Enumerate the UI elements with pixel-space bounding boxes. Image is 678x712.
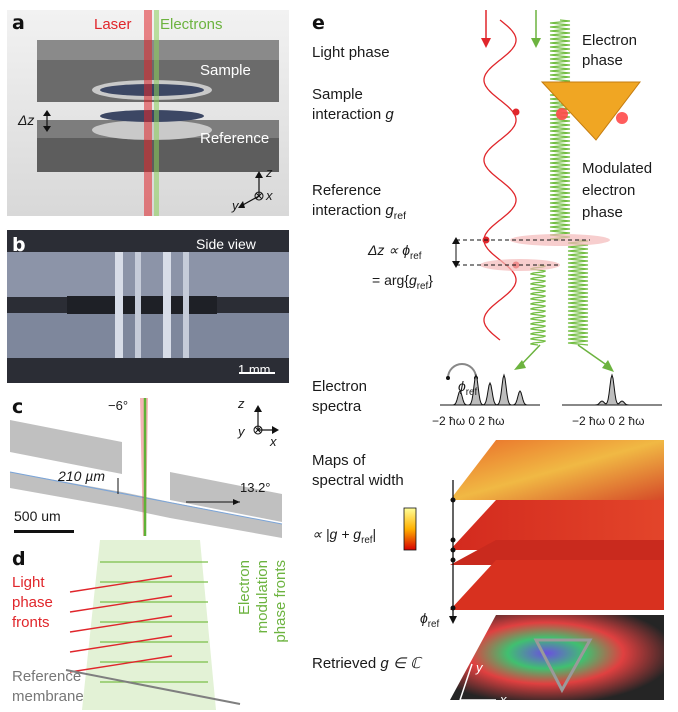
axis-z-label: z <box>266 165 273 180</box>
electron-phase-line1: Electron <box>582 32 638 49</box>
spectrum-left-ticks: −2 ħω 0 2 ħω <box>432 414 505 428</box>
light-phase-label: Light phase <box>312 44 390 61</box>
electron-wave-reference <box>567 239 589 346</box>
electron-fronts-line1: Electron <box>236 560 253 616</box>
panel-e-diagram <box>403 10 664 701</box>
light-fronts-line1: Light <box>12 574 45 591</box>
electron-wave <box>549 19 571 241</box>
modulated-line1: Modulated <box>582 160 653 177</box>
c-axis-z-label: z <box>238 396 245 411</box>
map-axis-x-label: x <box>500 692 507 707</box>
maps-line2: spectral width <box>312 472 404 489</box>
scale-500um-label: 500 um <box>14 508 61 524</box>
panel-b-photo <box>7 230 289 383</box>
panel-d-diagram <box>65 540 241 710</box>
light-fronts-line2: phase <box>12 594 53 611</box>
light-fronts-line3: fronts <box>12 614 50 631</box>
reference-interaction-line1: Reference <box>312 182 382 199</box>
panel-c-diagram <box>9 398 283 538</box>
panel-a-render <box>7 10 289 216</box>
laser-beam <box>144 10 152 216</box>
spectrum-right-ticks: −2 ħω 0 2 ħω <box>572 414 645 428</box>
sample-interaction-line1: Sample <box>312 86 363 103</box>
electron-phase-fronts <box>100 561 208 683</box>
delta-z-label: Δz <box>18 112 35 128</box>
ref-membrane-line1: Reference <box>12 668 82 685</box>
axis-y-label: y <box>232 198 239 213</box>
electron-fronts-line3: phase fronts <box>272 560 289 643</box>
axis-x-label: x <box>266 188 273 203</box>
ref-membrane-line2: membrane <box>12 688 84 705</box>
c-axis-x-label: x <box>270 434 277 449</box>
tilt-angle-label: −6° <box>108 398 129 413</box>
electron-phase-line2: phase <box>582 52 623 69</box>
panel-b-label: b <box>12 234 26 256</box>
c-axis-y-label: y <box>238 424 245 439</box>
modulated-line3: phase <box>582 204 623 221</box>
sample-holder-render <box>7 10 289 216</box>
retrieved-label: Retrieved g ∈ ℂ <box>312 655 421 672</box>
delta-z-proportional: Δz ∝ ϕref <box>368 242 422 262</box>
arg-g-ref: = arg{gref} <box>372 272 433 292</box>
laser-label: Laser <box>94 16 132 33</box>
light-wave <box>483 19 517 341</box>
electron-spectra-line1: Electron <box>312 378 368 395</box>
map-axis-y-label: y <box>476 660 483 675</box>
panel-c-label: c <box>12 396 24 418</box>
electron-beam <box>154 10 159 216</box>
spectrum-right <box>562 373 662 406</box>
electron-beam-region <box>82 540 216 710</box>
modulated-line2: electron <box>582 182 636 199</box>
side-view-label: Side view <box>196 236 256 252</box>
scale-1mm-label: 1 mm <box>238 362 271 377</box>
electrons-label: Electrons <box>160 16 223 33</box>
reference-interaction-line2: interaction gref <box>312 202 406 222</box>
light-phase-fronts <box>69 575 173 673</box>
gold-nanotriangle <box>540 81 642 141</box>
panel-a-label: a <box>12 12 25 34</box>
maps-line1: Maps of <box>312 452 366 469</box>
side-view-photo <box>7 230 289 383</box>
electron-fronts-line2: modulation <box>254 560 271 634</box>
sample-label: Sample <box>200 62 251 79</box>
electron-wave-modulated <box>530 264 546 346</box>
electron-spectra-line2: spectra <box>312 398 362 415</box>
phi-ref-dial-label: ϕref <box>458 378 478 398</box>
panel-d-label: d <box>12 548 26 570</box>
gap-label: 210 µm <box>58 468 105 484</box>
reference-membrane-line <box>65 669 241 705</box>
panel-e-label: e <box>312 12 325 34</box>
sample-interaction-line2: interaction g <box>312 106 394 123</box>
reference-label: Reference <box>200 130 270 147</box>
phi-ref-axis-label: ϕref <box>420 610 440 630</box>
membrane-angle-label: 13.2° <box>240 480 271 495</box>
colorbar-label: ∝ |g + gref| <box>312 526 377 546</box>
spectrum-left <box>440 373 540 406</box>
